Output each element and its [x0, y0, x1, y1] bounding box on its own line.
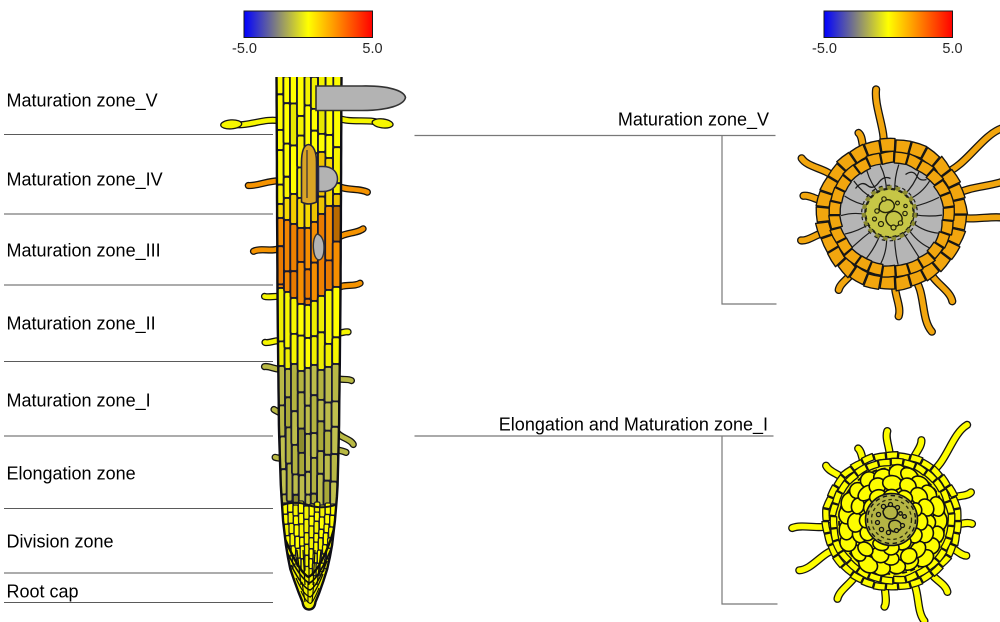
- svg-text:Division zone: Division zone: [7, 532, 114, 552]
- svg-text:Maturation zone_IV: Maturation zone_IV: [7, 170, 163, 191]
- svg-text:Maturation zone_III: Maturation zone_III: [7, 241, 161, 262]
- svg-text:Maturation zone_V: Maturation zone_V: [618, 110, 769, 131]
- svg-text:Maturation zone_I: Maturation zone_I: [7, 391, 151, 412]
- svg-text:Elongation zone: Elongation zone: [7, 464, 136, 484]
- svg-text:Maturation zone_V: Maturation zone_V: [7, 91, 158, 112]
- svg-text:Elongation and Maturation zone: Elongation and Maturation zone_I: [499, 415, 768, 436]
- svg-text:Maturation zone_II: Maturation zone_II: [7, 314, 156, 335]
- svg-text:5.0: 5.0: [942, 41, 962, 57]
- svg-text:Root cap: Root cap: [7, 582, 79, 602]
- svg-text:-5.0: -5.0: [812, 41, 837, 57]
- svg-text:-5.0: -5.0: [232, 41, 257, 57]
- svg-text:5.0: 5.0: [362, 41, 382, 57]
